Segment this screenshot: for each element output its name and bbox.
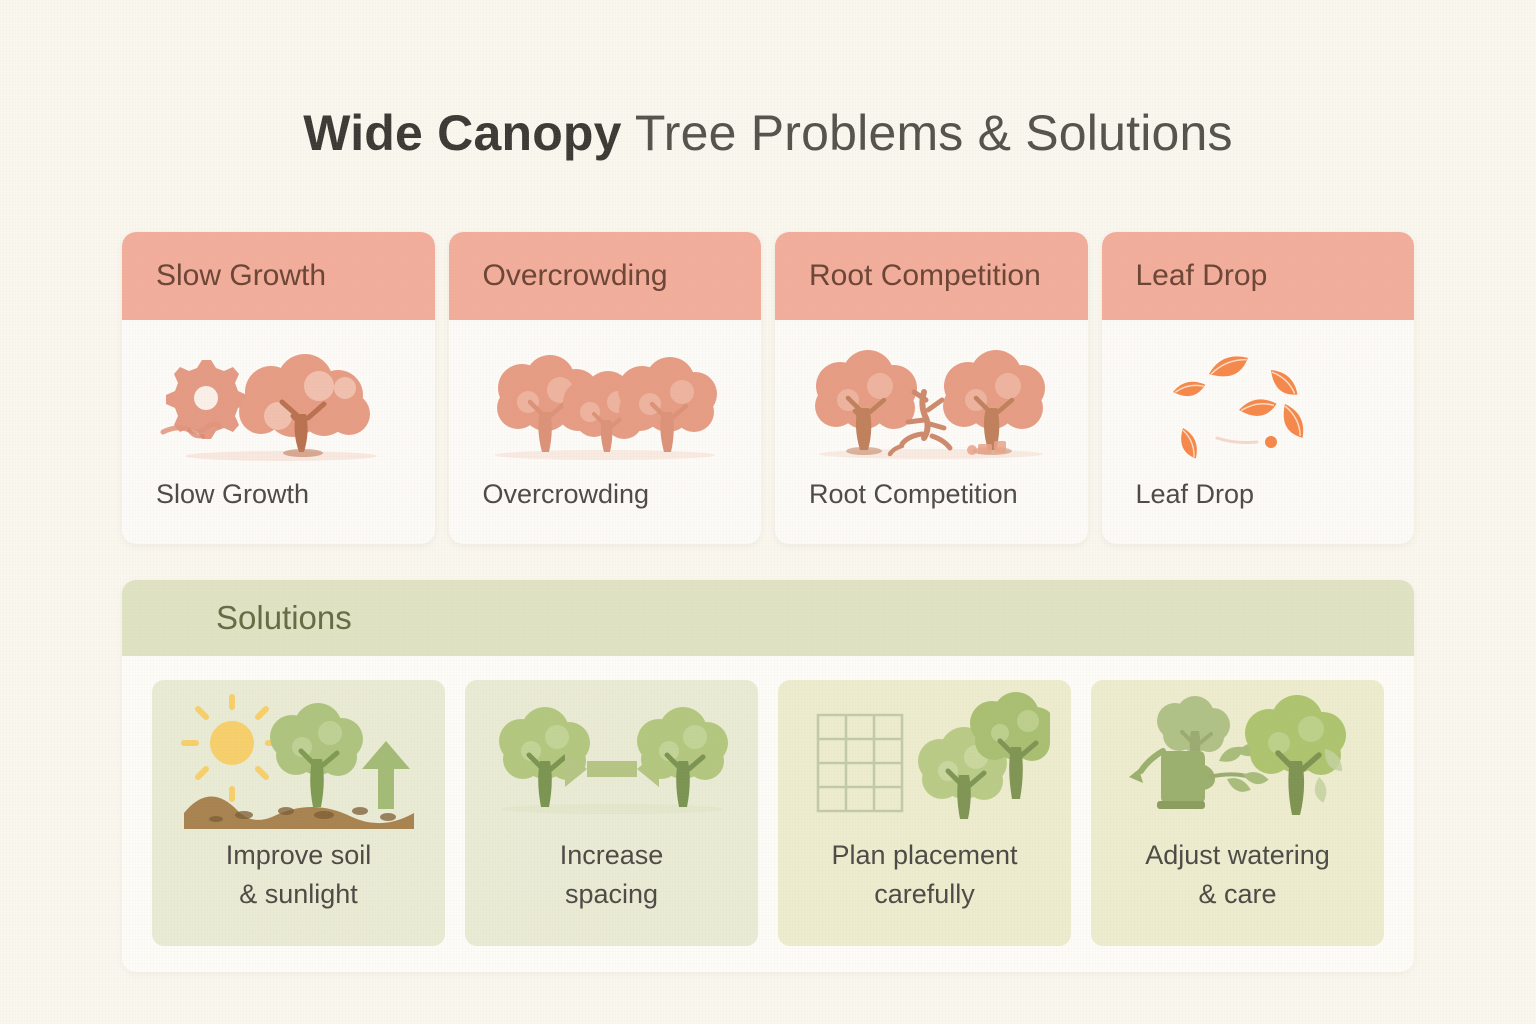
problem-illustration-root-competition [775,320,1088,479]
solution-card-label: Increase spacing [560,830,664,914]
solutions-grid: Improve soil & sunlight [122,656,1414,946]
solution-illustration-increase-spacing [465,680,758,830]
solution-illustration-adjust-watering [1091,680,1384,830]
solution-label-line1: Increase [559,840,664,870]
green-tree [269,703,363,807]
two-trees-spacing-arrow-icon [498,707,728,814]
double-arrow-icon [564,751,659,787]
up-arrow-icon [361,741,410,809]
problem-card-leaf-drop[interactable]: Leaf Drop [1101,232,1415,544]
two-trees-competing-roots-icon [815,350,1046,459]
solution-card-plan-placement[interactable]: Plan placement carefully [778,680,1071,946]
solution-card-label: Improve soil & sunlight [226,830,372,914]
problem-card-header: Leaf Drop [1101,232,1414,320]
problem-header-label: Slow Growth [156,259,327,292]
solution-label-line1: Plan placement [831,840,1018,870]
problem-card-slow-growth[interactable]: Slow Growth [122,232,435,544]
watering-can-icon [1128,748,1215,809]
problem-card-header: Overcrowding [448,232,761,320]
problem-card-header: Root Competition [775,232,1088,320]
solutions-banner-label: Solutions [216,599,352,636]
problem-card-root-competition[interactable]: Root Competition [775,232,1088,544]
solutions-banner: Solutions [122,580,1414,656]
problems-row: Slow Growth [122,232,1414,544]
problem-illustration-overcrowding [449,320,762,479]
plan-grid-icon [816,713,903,813]
solution-card-label: Adjust watering & care [1145,830,1330,914]
page-title-strong: Wide Canopy [303,105,622,161]
solution-card-improve-soil[interactable]: Improve soil & sunlight [152,680,445,946]
solution-card-label: Plan placement carefully [831,830,1017,914]
page-title-rest: Tree Problems & Solutions [621,105,1233,161]
falling-leaves-icon [1172,356,1303,459]
solution-card-increase-spacing[interactable]: Increase spacing [465,680,758,946]
solution-label-line2: spacing [564,879,659,910]
sun-icon [180,694,283,802]
page-title: Wide Canopy Tree Problems & Solutions [0,104,1536,162]
problem-card-label: Leaf Drop [1135,479,1255,509]
problem-illustration-leaf-drop [1102,320,1415,479]
problem-header-label: Root Competition [809,259,1041,292]
grid-plan-trees-icon [816,692,1050,819]
solution-label-line2: & care [1198,879,1277,910]
problem-card-overcrowding[interactable]: Overcrowding [448,232,762,544]
solution-label-line1: Improve soil [225,840,372,870]
problem-card-header: Slow Growth [122,232,435,320]
problem-illustration-slow-growth [122,320,435,479]
solution-illustration-plan-placement [778,680,1071,830]
problem-card-label: Slow Growth [156,479,310,509]
problem-card-label: Overcrowding [482,479,650,509]
problem-header-label: Leaf Drop [1135,259,1268,292]
solutions-panel: Solutions [122,580,1414,972]
solution-label-line1: Adjust watering [1145,840,1330,870]
problem-header-label: Overcrowding [482,259,668,292]
gear-and-tree-icon [160,354,378,461]
watering-can-trees-leaves-icon [1128,695,1346,815]
problem-card-label: Root Competition [809,479,1018,509]
solution-card-adjust-watering[interactable]: Adjust watering & care [1091,680,1384,946]
sun-soil-tree-arrow-icon [180,694,414,829]
three-crowded-trees-icon [494,355,717,460]
solution-label-line2: & sunlight [239,879,358,910]
solution-illustration-improve-soil [152,680,445,830]
solution-label-line2: carefully [874,879,975,910]
